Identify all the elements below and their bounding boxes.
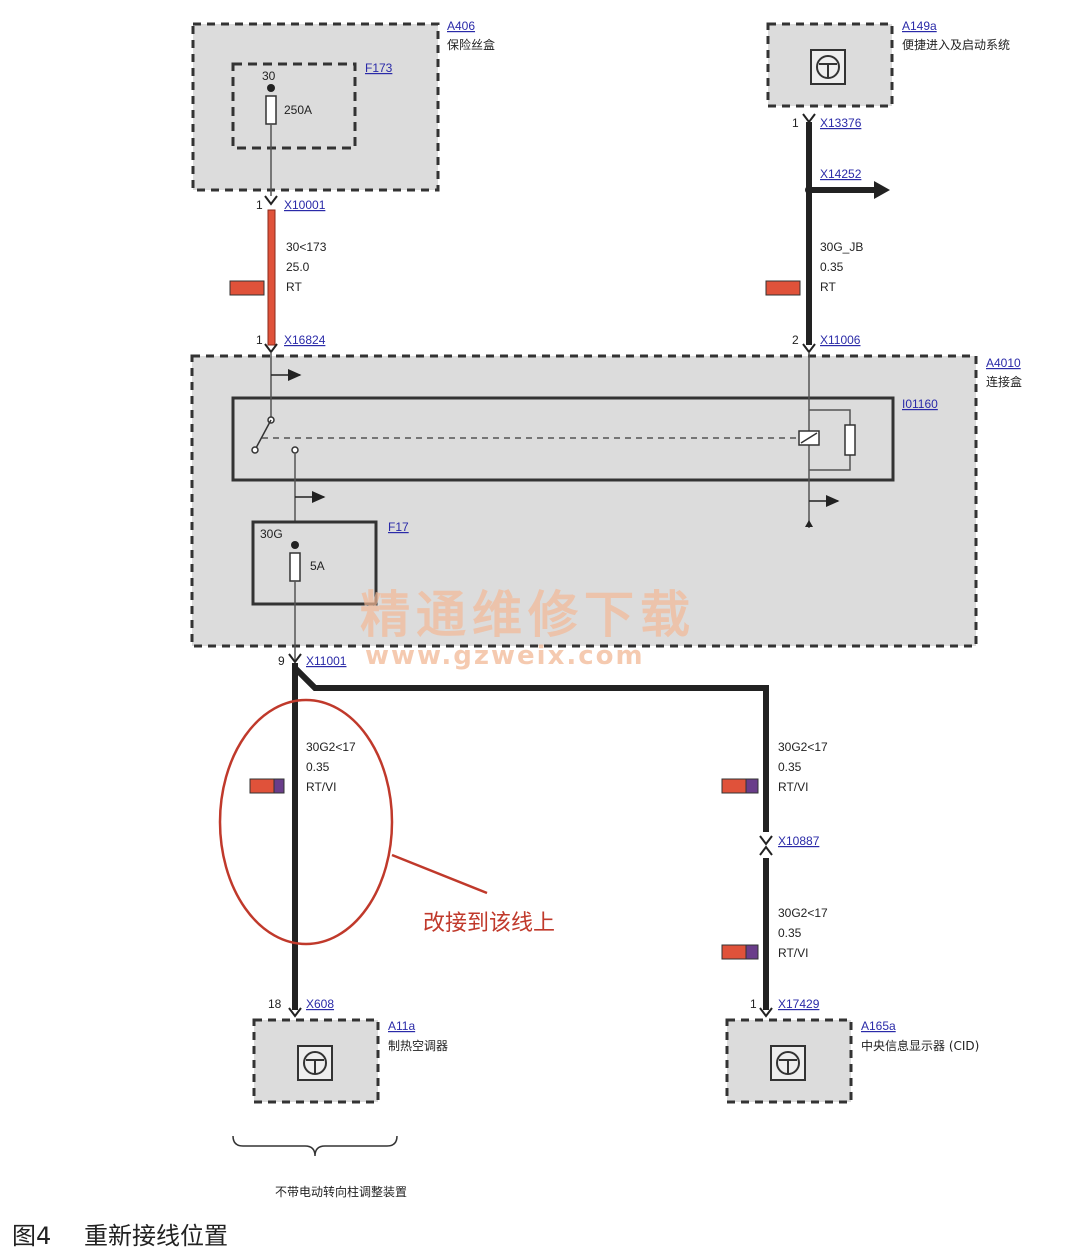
wire-2-color-swatch	[765, 280, 801, 296]
connector-x11006-pin: 2	[792, 333, 799, 347]
annotation-leader	[391, 853, 488, 895]
connector-x10887-id[interactable]: X10887	[778, 834, 820, 848]
wire-4-gauge: 0.35	[778, 760, 802, 774]
relay-i01160-id[interactable]: I01160	[902, 397, 938, 411]
fuse-f173-terminal: 30	[262, 69, 276, 83]
fuse-box-module: 30 250A F173 A406 保险丝盒	[191, 19, 495, 192]
connector-x16824-pin: 1	[256, 333, 263, 347]
figure-number: 图4	[12, 1222, 51, 1250]
wire-30g2-right[interactable]	[292, 665, 769, 832]
connector-x13376-pin: 1	[792, 116, 799, 130]
wire-1-gauge: 25.0	[286, 260, 310, 274]
watermark-title: 精通维修下载	[360, 585, 696, 644]
wire-2-color: RT	[820, 280, 836, 294]
steering-wheel-icon	[770, 1045, 806, 1081]
fuse-f17-symbol	[289, 552, 301, 582]
annotation-ellipse	[218, 698, 394, 946]
fuse-f17-id[interactable]: F17	[388, 520, 409, 534]
wire-1-color-swatch	[229, 280, 265, 296]
brace	[232, 1135, 398, 1157]
fuse-f17-rating: 5A	[310, 559, 325, 573]
arrow-right-icon	[874, 181, 890, 199]
wire-3-gauge: 0.35	[306, 760, 330, 774]
brace-label: 不带电动转向柱调整装置	[275, 1184, 407, 1199]
connector-x16824-id[interactable]: X16824	[284, 333, 326, 347]
cid-module: A165a 中央信息显示器 (CID)	[725, 1018, 979, 1104]
wire-5-color-swatch	[721, 944, 759, 960]
watermark-url: www.gzweix.com	[365, 641, 645, 671]
climate-name: 制热空调器	[388, 1039, 448, 1053]
keyless-id[interactable]: A149a	[902, 19, 937, 33]
wire-4-signal: 30G2<17	[778, 740, 828, 754]
junction-box-module: A4010 连接盒 I01160 30G F17 5A	[190, 352, 1022, 660]
wire-4-color-swatch	[721, 778, 759, 794]
connector-x17429-pin: 1	[750, 997, 757, 1011]
relay-i01160-box	[231, 396, 895, 482]
relay-resistor	[844, 424, 856, 456]
fuse-box-name: 保险丝盒	[447, 37, 495, 52]
relay-switch-contact	[255, 419, 272, 449]
connector-x608-id[interactable]: X608	[306, 997, 334, 1011]
connector-x13376-id[interactable]: X13376	[820, 116, 862, 130]
climate-module: A11a 制热空调器	[252, 1018, 448, 1104]
connector-x10001-id[interactable]: X10001	[284, 198, 326, 212]
connector-x608-pin: 18	[268, 997, 282, 1011]
connector-x17429-id[interactable]: X17429	[778, 997, 820, 1011]
connector-x14252-id[interactable]: X14252	[820, 167, 862, 181]
fuse-f17-box	[251, 520, 378, 606]
figure-title: 重新接线位置	[84, 1222, 228, 1250]
wire-1-signal: 30<173	[286, 240, 327, 254]
climate-id[interactable]: A11a	[388, 1019, 415, 1033]
annotation-text: 改接到该线上	[423, 911, 555, 936]
junction-box-id[interactable]: A4010	[986, 356, 1021, 370]
wire-1-color: RT	[286, 280, 302, 294]
connector-x11006-id[interactable]: X11006	[820, 333, 861, 347]
wire-3-signal: 30G2<17	[306, 740, 356, 754]
fuse-f173-rating: 250A	[284, 103, 312, 117]
wire-2-signal: 30G_JB	[820, 240, 863, 254]
wire-3-color: RT/VI	[306, 780, 336, 794]
keyless-name: 便捷进入及启动系统	[902, 38, 1010, 52]
wire-3-color-swatch	[249, 778, 285, 794]
cid-name: 中央信息显示器 (CID)	[861, 1038, 979, 1053]
cid-id[interactable]: A165a	[861, 1019, 896, 1033]
steering-wheel-icon	[297, 1045, 333, 1081]
fuse-f173-symbol	[265, 95, 277, 125]
wire-5-signal: 30G2<17	[778, 906, 828, 920]
keyless-module: A149a 便捷进入及启动系统	[766, 19, 1010, 108]
fuse-f173-box	[231, 62, 357, 150]
fuse-box-id[interactable]: A406	[447, 19, 475, 33]
fuse-f17-terminal: 30G	[260, 527, 283, 541]
wire-5-color: RT/VI	[778, 946, 808, 960]
steering-wheel-icon	[810, 49, 846, 85]
fuse-f173-id[interactable]: F173	[365, 61, 393, 75]
wire-2-gauge: 0.35	[820, 260, 844, 274]
connector-x10001-pin: 1	[256, 198, 263, 212]
wire-4-color: RT/VI	[778, 780, 808, 794]
wire-30-173[interactable]	[267, 209, 276, 346]
junction-box-name: 连接盒	[986, 374, 1022, 389]
connector-x11001-id[interactable]: X11001	[306, 654, 347, 668]
connector-x11001-pin: 9	[278, 654, 285, 668]
wire-5-gauge: 0.35	[778, 926, 802, 940]
